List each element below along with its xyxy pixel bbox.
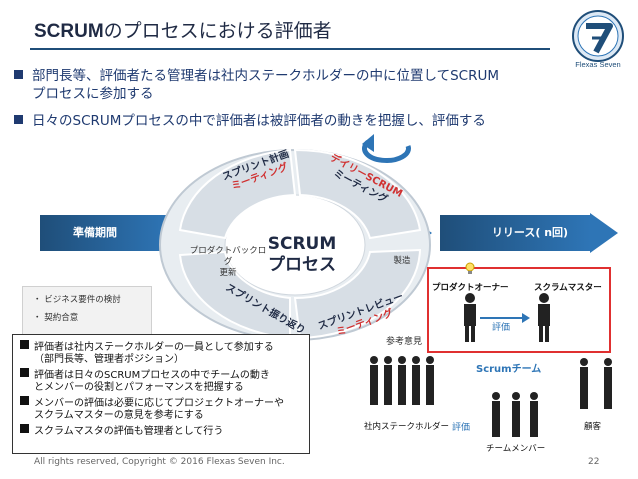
customer-label: 顧客 <box>584 422 602 432</box>
eval-label-members: 評価 <box>452 423 471 433</box>
stakeholder-label: 社内ステークホルダー <box>364 422 450 432</box>
team-member-group-icon <box>492 392 538 437</box>
copyright-footer: All rights reserved, Copyright © 2016 Fl… <box>34 457 285 467</box>
note-2: 評価者は日々のSCRUMプロセスの中でチームの動き <box>20 368 270 382</box>
title-divider <box>30 48 550 50</box>
scrum-cycle-diagram <box>159 148 431 341</box>
note-1-text: 評価者は社内ステークホルダーの一員として参加する <box>34 342 274 353</box>
bullet-1: 部門長等、評価者たる管理者は社内ステークホルダーの中に位置してSCRUM プロセ… <box>14 67 574 103</box>
note-3-cont: スクラムマスターの意見を参考にする <box>34 410 204 421</box>
lightbulb-icon <box>465 262 475 274</box>
scrum-team-label: Scrumチーム <box>476 364 542 375</box>
phase-backlog-line-2: 更新 <box>219 268 237 278</box>
square-bullet-icon <box>20 396 29 405</box>
square-bullet-icon <box>20 424 29 433</box>
note-2-cont: とメンバーの役割とパフォーマンスを把握する <box>34 382 244 393</box>
team-member-label: チームメンバー <box>486 444 546 454</box>
center-line-1: SCRUM <box>267 234 337 254</box>
scrum-master-label: スクラムマスター <box>534 283 602 293</box>
note-4: スクラムマスタの評価も管理者として行う <box>20 424 223 438</box>
reference-opinion-label: 参考意見 <box>386 337 423 347</box>
person-icon <box>538 293 550 342</box>
bullet-2-text: 日々のSCRUMプロセスの中で評価者は被評価者の動きを把握し、評価する <box>32 113 486 129</box>
note-2-text: 評価者は日々のSCRUMプロセスの中でチームの動き <box>34 370 270 381</box>
prep-period-label: 準備期間 <box>73 226 117 239</box>
prep-items-box: ・ ビジネス要件の検討 ・ 契約合意 <box>22 286 152 340</box>
bullet-2: 日々のSCRUMプロセスの中で評価者は被評価者の動きを把握し、評価する <box>14 112 594 130</box>
phase-backlog-line-1: プロダクトバックログ <box>189 246 267 267</box>
phase-build: 製造 <box>393 256 411 266</box>
stakeholder-group-icon <box>370 356 434 405</box>
square-bullet-icon <box>14 115 23 124</box>
note-3: メンバーの評価は必要に応じてプロジェクトオーナーや <box>20 396 284 410</box>
phase-backlog-update: プロダクトバックログ 更新 <box>186 246 270 279</box>
scrum-process-center: SCRUM プロセス <box>262 234 342 276</box>
product-owner-label: プロダクトオーナー <box>432 283 509 293</box>
note-4-text: スクラムマスタの評価も管理者として行う <box>34 426 224 437</box>
release-label: リリース( n回) <box>491 226 569 239</box>
person-icon <box>464 293 476 342</box>
title-bold: SCRUM <box>34 21 104 42</box>
evaluator-notes-box <box>12 334 310 454</box>
flexas-seven-logo <box>572 10 624 62</box>
center-line-2: プロセス <box>268 255 336 275</box>
prep-item: ・ ビジネス要件の検討 <box>33 295 121 305</box>
title-rest: のプロセスにおける評価者 <box>103 20 332 42</box>
po-sm-box <box>427 267 611 353</box>
prep-item: ・ 契約合意 <box>33 313 79 323</box>
square-bullet-icon <box>20 340 29 349</box>
bullet-1-line-1: 部門長等、評価者たる管理者は社内ステークホルダーの中に位置してSCRUM <box>32 68 499 84</box>
note-1: 評価者は社内ステークホルダーの一員として参加する <box>20 340 274 354</box>
eval-label-po-sm: 評価 <box>492 323 511 333</box>
customer-group-icon <box>580 358 612 409</box>
bullet-1-line-2: プロセスに参加する <box>32 86 154 102</box>
note-3-text: メンバーの評価は必要に応じてプロジェクトオーナーや <box>34 398 284 409</box>
page-number: 22 <box>588 457 600 467</box>
refresh-arrow-icon <box>362 134 411 163</box>
page-title: SCRUMのプロセスにおける評価者 <box>34 16 332 43</box>
square-bullet-icon <box>20 368 29 377</box>
square-bullet-icon <box>14 70 23 79</box>
arrow-icon <box>480 313 530 323</box>
note-1-cont: （部門長等、管理者ポジション） <box>34 354 184 365</box>
logo-text: Flexas Seven <box>575 60 621 69</box>
